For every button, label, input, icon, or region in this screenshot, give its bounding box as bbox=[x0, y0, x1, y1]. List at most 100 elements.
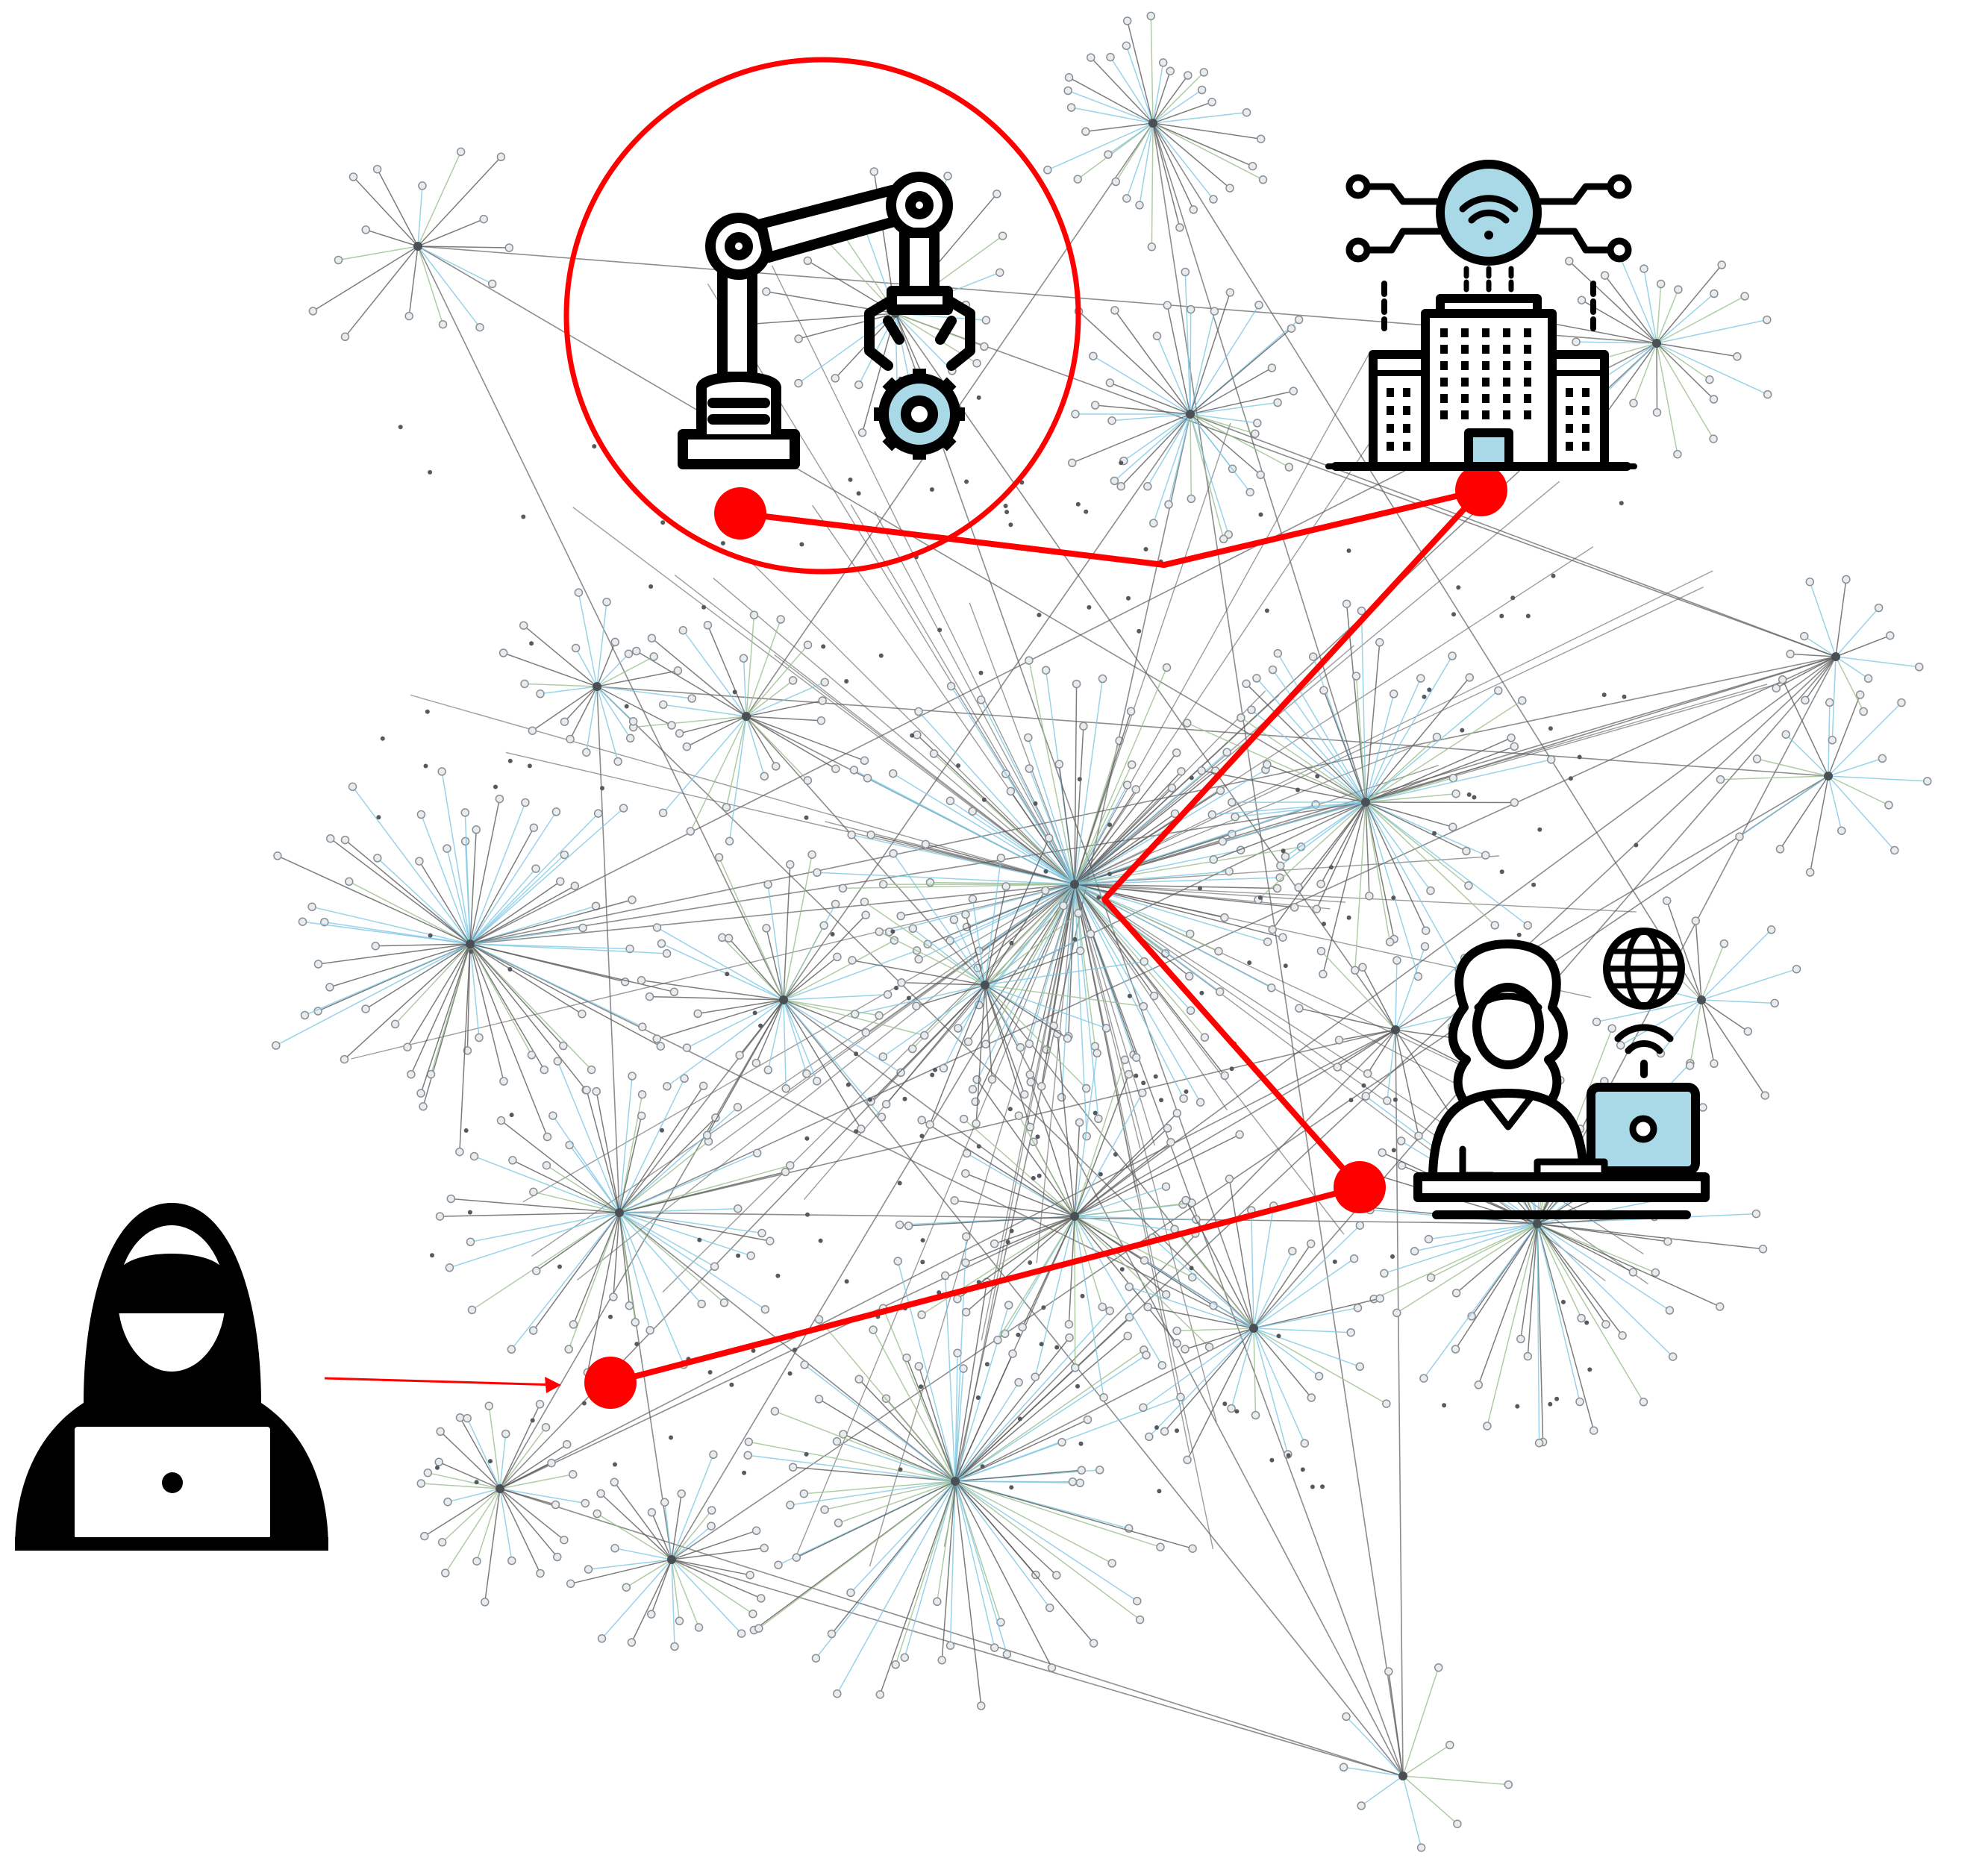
network-edge bbox=[417, 151, 462, 247]
network-edge bbox=[302, 921, 471, 945]
network-edge bbox=[499, 1488, 541, 1574]
gear-tooth bbox=[874, 407, 887, 421]
network-edge bbox=[818, 1319, 956, 1482]
network-node bbox=[1751, 1209, 1761, 1219]
network-edge bbox=[318, 943, 471, 965]
network-edge bbox=[1456, 1223, 1538, 1294]
network-edge bbox=[1074, 884, 1225, 1076]
network-edge bbox=[954, 1480, 1113, 1564]
network-edge bbox=[1152, 89, 1203, 124]
network-node bbox=[1451, 789, 1460, 798]
network-edge bbox=[954, 1419, 1088, 1482]
network-node bbox=[445, 1263, 454, 1272]
network-node bbox=[734, 1204, 743, 1213]
network-node bbox=[1577, 295, 1587, 304]
network-node bbox=[937, 628, 943, 633]
network-node bbox=[883, 990, 893, 999]
network-edge bbox=[501, 1120, 620, 1213]
network-node bbox=[1184, 972, 1194, 981]
network-node bbox=[1161, 1182, 1171, 1191]
network-edge bbox=[1365, 745, 1515, 803]
network-node bbox=[1197, 85, 1207, 95]
network-edge bbox=[1156, 336, 1191, 415]
network-node bbox=[1328, 865, 1334, 870]
network-edge bbox=[706, 999, 784, 1136]
network-node bbox=[1828, 736, 1837, 745]
network-node bbox=[1414, 1131, 1423, 1140]
network-edge bbox=[1074, 1216, 1197, 1221]
network-node bbox=[1188, 1544, 1197, 1553]
network-node bbox=[435, 1212, 445, 1221]
network-edge bbox=[1074, 1216, 1210, 1348]
network-edge bbox=[796, 884, 1075, 1554]
network-node bbox=[390, 1019, 400, 1029]
network-node bbox=[1016, 1042, 1025, 1052]
network-node bbox=[1041, 666, 1051, 675]
network-edge bbox=[663, 704, 747, 717]
network-edge bbox=[1828, 694, 1861, 777]
network-edge bbox=[1074, 1113, 1178, 1217]
network-edge bbox=[943, 884, 1075, 1547]
network-edge bbox=[872, 1329, 956, 1482]
network-node bbox=[1164, 500, 1173, 509]
network-node bbox=[848, 477, 853, 482]
network-hub bbox=[593, 682, 601, 691]
network-edge bbox=[1190, 413, 1225, 540]
network-edge bbox=[1152, 122, 1366, 803]
network-node bbox=[908, 1044, 917, 1054]
network-node bbox=[340, 332, 350, 342]
network-node bbox=[1075, 1118, 1084, 1127]
network-node bbox=[770, 1407, 780, 1416]
network-edge bbox=[488, 1406, 501, 1489]
network-node bbox=[428, 933, 433, 938]
network-node bbox=[961, 1169, 970, 1178]
network-edge bbox=[954, 1480, 1008, 1655]
network-node bbox=[968, 1085, 978, 1094]
network-node bbox=[1719, 939, 1729, 948]
network-node bbox=[1634, 842, 1639, 848]
network-node bbox=[996, 854, 1006, 863]
network-edge bbox=[1272, 801, 1366, 931]
network-edge bbox=[984, 886, 1007, 986]
network-node bbox=[950, 1196, 959, 1205]
network-node bbox=[1451, 1289, 1461, 1298]
attack-path bbox=[324, 464, 1507, 1409]
network-node bbox=[1334, 1036, 1344, 1045]
network-edge bbox=[850, 504, 1075, 885]
network-edge bbox=[1190, 310, 1216, 415]
network-node bbox=[1139, 1403, 1148, 1413]
network-node bbox=[775, 1273, 781, 1278]
network-edge bbox=[1074, 884, 1214, 1549]
network-node bbox=[757, 1228, 766, 1238]
network-edge bbox=[476, 1488, 501, 1562]
network-node bbox=[1018, 1322, 1027, 1332]
network-node bbox=[1231, 812, 1240, 822]
network-node bbox=[1157, 1489, 1162, 1494]
network-node bbox=[313, 960, 323, 969]
network-node bbox=[600, 786, 604, 791]
network-edge bbox=[1402, 1775, 1509, 1786]
network-edge bbox=[524, 683, 598, 687]
network-edge bbox=[713, 578, 1075, 885]
network-edge bbox=[469, 943, 548, 1137]
network-node bbox=[803, 640, 813, 650]
network-node bbox=[675, 1616, 684, 1626]
network-edge bbox=[1277, 653, 1366, 803]
network-node bbox=[1141, 1081, 1146, 1086]
network-node bbox=[1639, 1398, 1648, 1407]
network-node bbox=[1008, 522, 1013, 528]
network-edge bbox=[469, 813, 599, 945]
network-node bbox=[914, 954, 923, 964]
network-hub bbox=[1070, 880, 1079, 889]
network-edge bbox=[1656, 295, 1745, 344]
network-node bbox=[856, 491, 861, 496]
network-edge bbox=[1253, 1251, 1293, 1329]
network-node bbox=[578, 923, 587, 933]
network-node bbox=[854, 1051, 859, 1057]
network-edge bbox=[442, 1488, 501, 1543]
network-node bbox=[980, 1464, 985, 1469]
network-node bbox=[1320, 1484, 1325, 1489]
network-node bbox=[1346, 548, 1351, 553]
network-node bbox=[1186, 1006, 1195, 1016]
network-edge bbox=[1701, 943, 1725, 1001]
